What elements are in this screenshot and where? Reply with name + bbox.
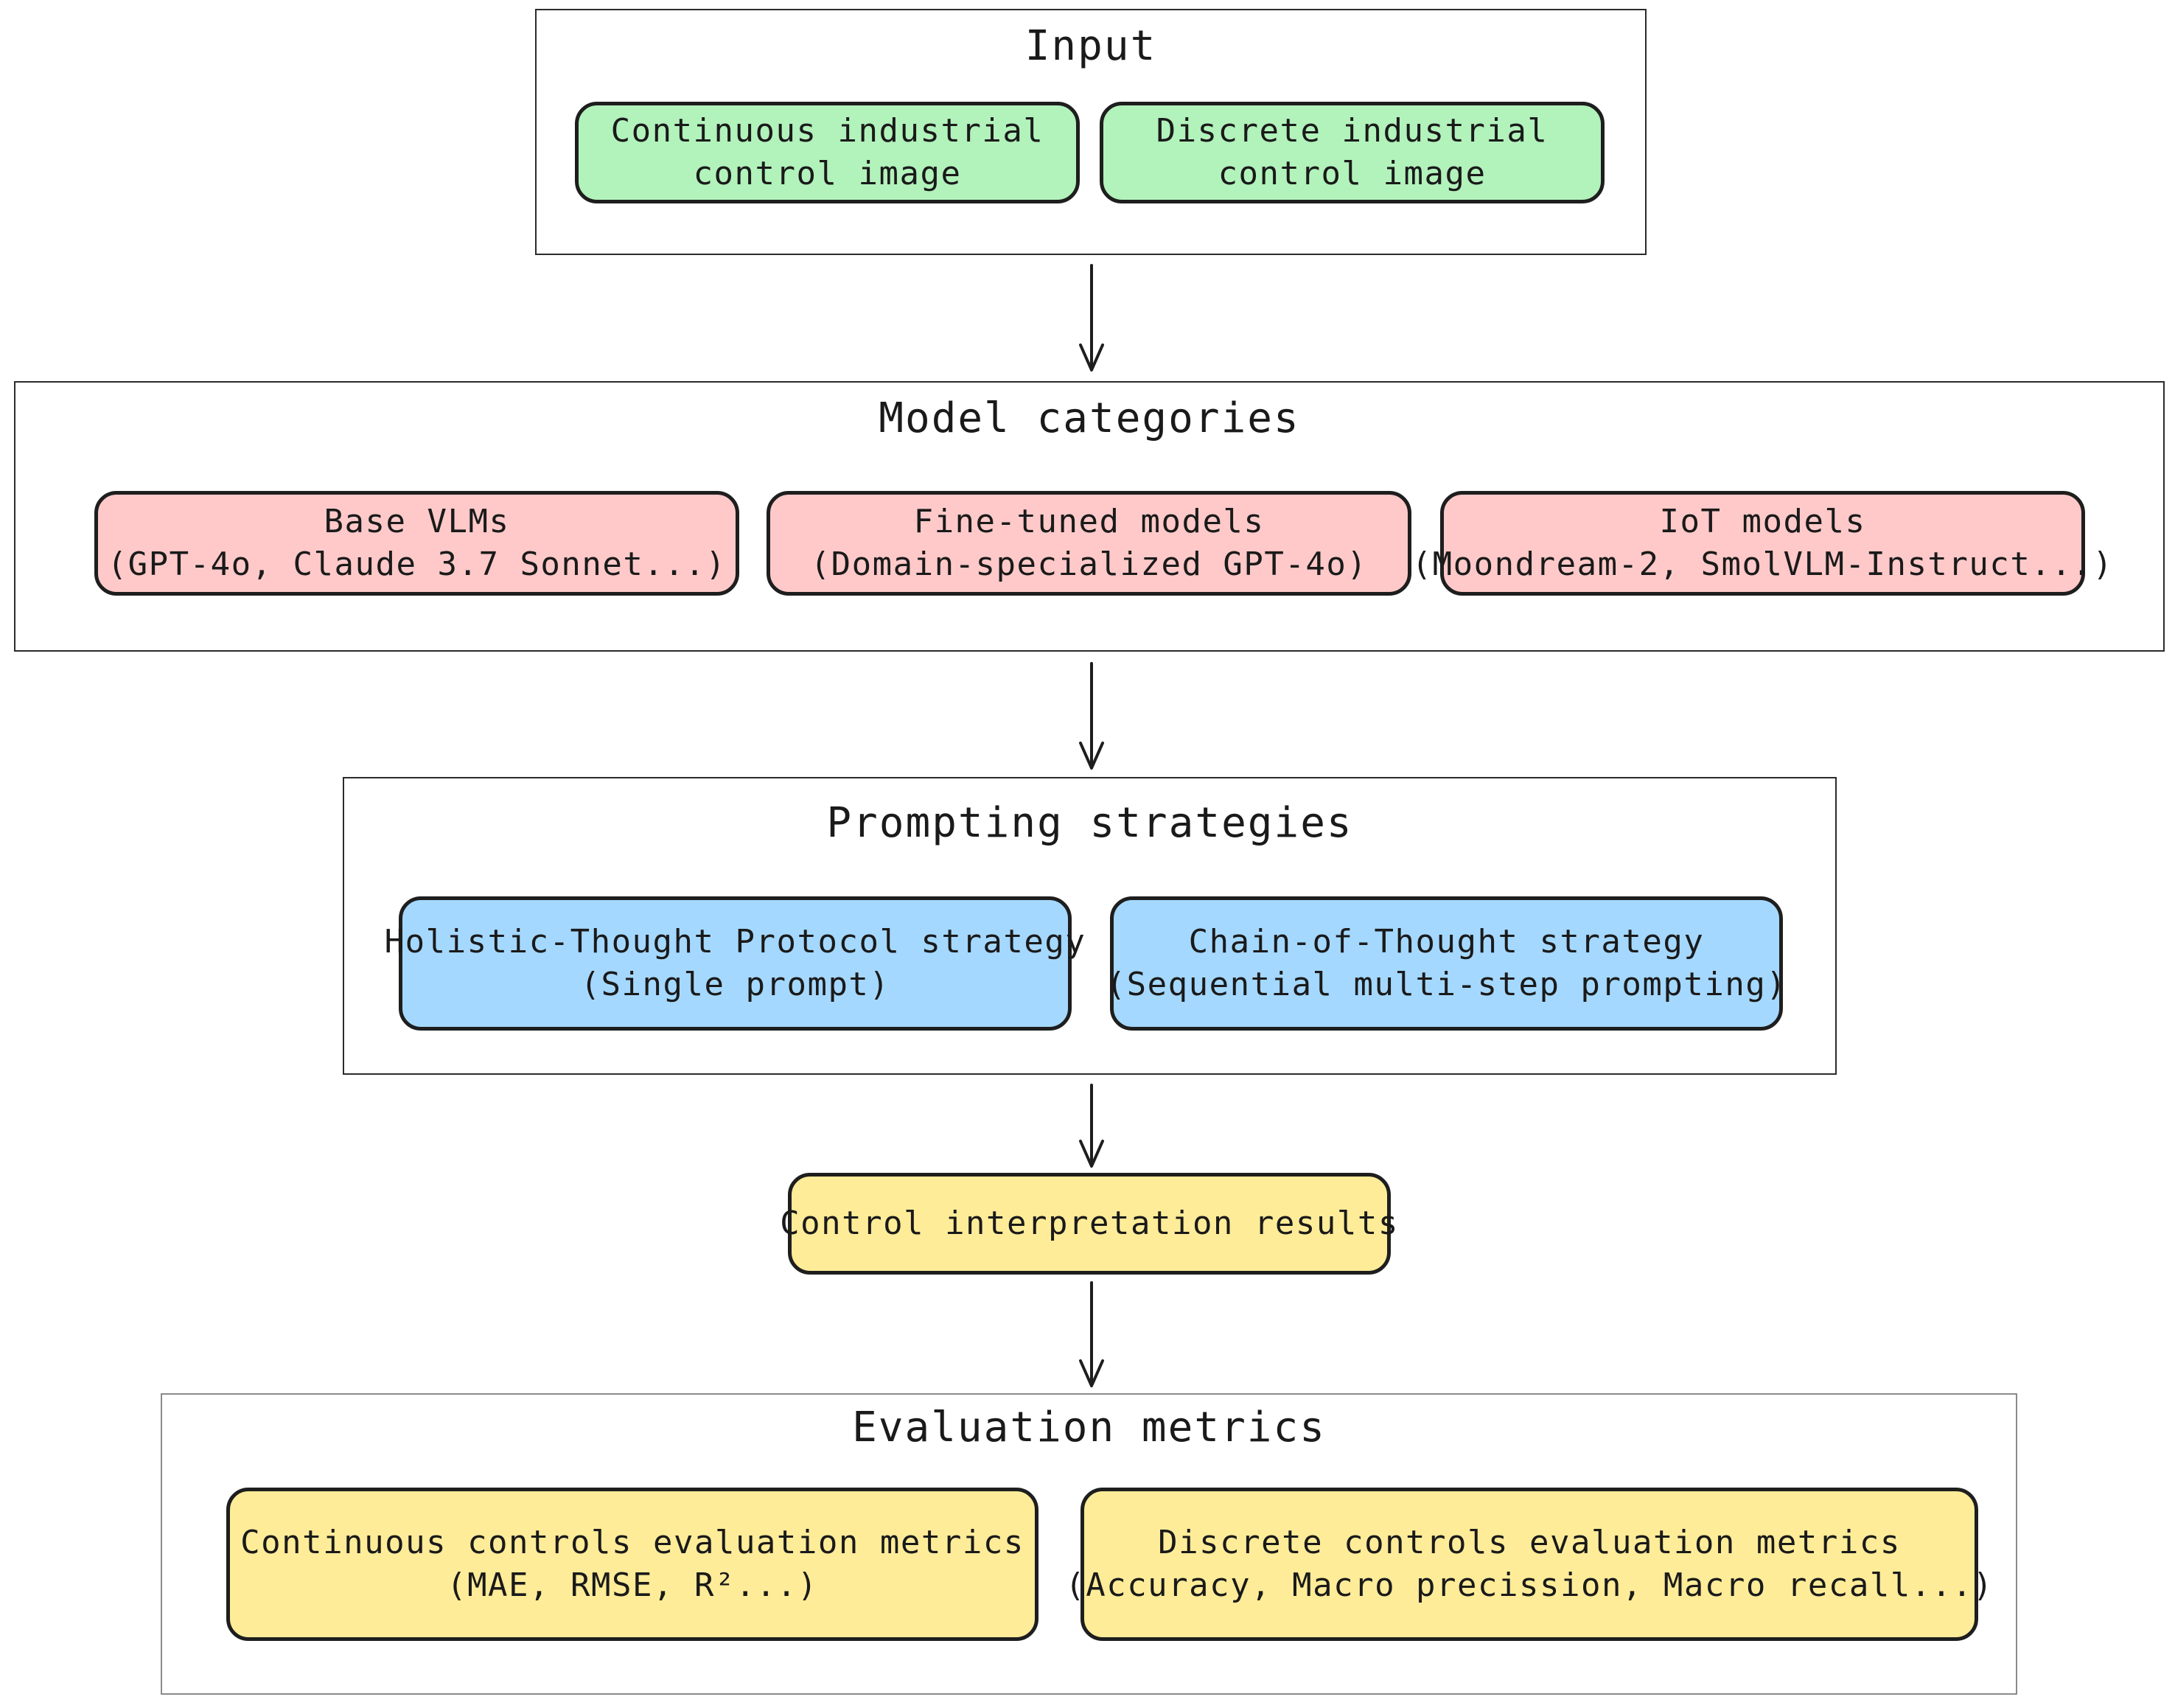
control-interpretation-results-box: Control interpretation results [780,1173,1397,1275]
holistic-thought-box: Holistic-Thought Protocol strategy (Sing… [385,896,1085,1031]
fine-tuned-models-line1: Fine-tuned models [913,503,1265,540]
iot-models-box: IoT models (Moondream-2, SmolVLM-Instruc… [1412,491,2112,596]
control-interpretation-results-label: Control interpretation results [780,1205,1399,1242]
continuous-image-line2: control image [693,155,962,192]
discrete-image-line2: control image [1218,155,1487,192]
continuous-image-box: Continuous industrial control image [575,102,1080,203]
chain-of-thought-line1: Chain-of-Thought strategy [1188,923,1705,961]
discrete-image-box: Discrete industrial control image [1100,102,1605,203]
base-vlms-line2: (GPT-4o, Claude 3.7 Sonnet...) [107,545,727,583]
discrete-metrics-line1: Discrete controls evaluation metrics [1158,1524,1901,1561]
continuous-image-line1: Continuous industrial [610,112,1044,150]
base-vlms-line1: Base VLMs [324,503,510,540]
model-categories-title: Model categories [879,394,1300,442]
arrow-input-to-models [1079,264,1104,372]
continuous-metrics-line2: (MAE, RMSE, R²...) [447,1566,818,1604]
evaluation-metrics-title: Evaluation metrics [852,1404,1326,1451]
holistic-thought-line2: (Single prompt) [580,966,890,1003]
chain-of-thought-line2: (Sequential multi-step prompting) [1106,966,1787,1003]
holistic-thought-line1: Holistic-Thought Protocol strategy [384,923,1086,961]
fine-tuned-models-box: Fine-tuned models (Domain-specialized GP… [767,491,1411,596]
prompting-strategies-title: Prompting strategies [826,799,1353,847]
base-vlms-box: Base VLMs (GPT-4o, Claude 3.7 Sonnet...) [94,491,739,596]
arrow-prompting-to-results [1079,1084,1104,1168]
continuous-metrics-line1: Continuous controls evaluation metrics [240,1524,1024,1561]
continuous-metrics-box: Continuous controls evaluation metrics (… [226,1488,1038,1641]
discrete-metrics-box: Discrete controls evaluation metrics (Ac… [1065,1488,1992,1641]
chain-of-thought-box: Chain-of-Thought strategy (Sequential mu… [1106,896,1786,1031]
discrete-image-line1: Discrete industrial [1156,112,1549,150]
fine-tuned-models-line2: (Domain-specialized GPT-4o) [810,545,1368,583]
iot-models-line2: (Moondream-2, SmolVLM-Instruct...) [1411,545,2114,583]
input-title: Input [1024,22,1157,70]
iot-models-line1: IoT models [1659,503,1866,540]
arrow-models-to-prompting [1079,662,1104,770]
discrete-metrics-line2: (Accuracy, Macro precission, Macro recal… [1065,1566,1994,1604]
arrow-results-to-evaluation [1079,1281,1104,1387]
